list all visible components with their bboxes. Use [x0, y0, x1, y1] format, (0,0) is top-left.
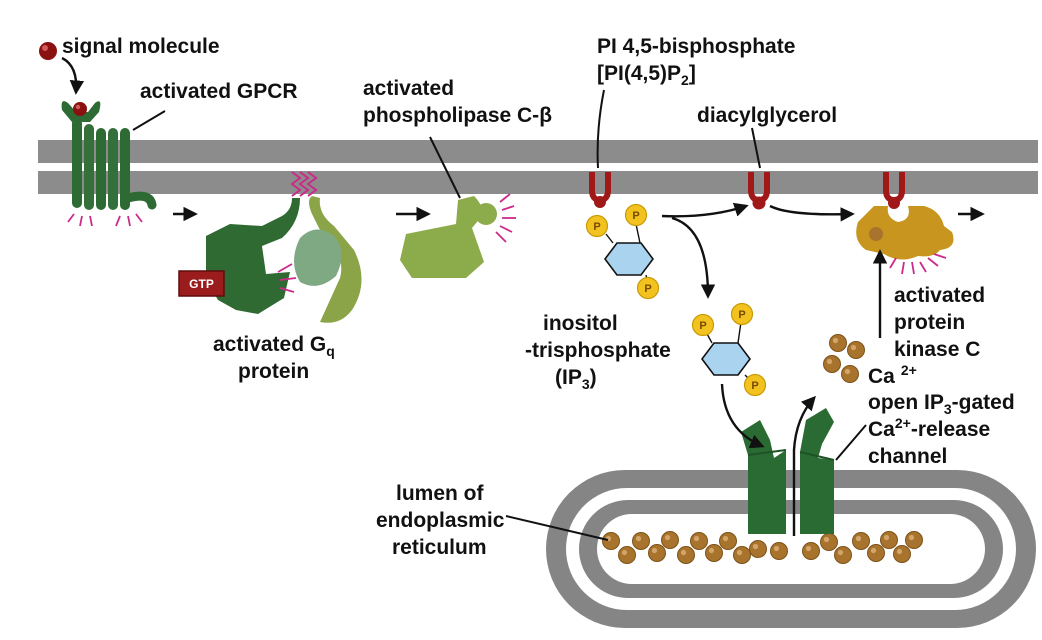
er-label-line1: lumen of	[396, 482, 485, 505]
gq-label-line2: protein	[238, 360, 309, 383]
gq-activation-marks	[277, 263, 297, 293]
pkc-icon	[856, 172, 954, 260]
ip3-label-line2: -trisphosphate	[525, 339, 671, 362]
er-label-line2: endoplasmic	[376, 509, 505, 532]
channel-label-line3: channel	[868, 445, 947, 468]
activated-gpcr-label: activated GPCR	[140, 80, 298, 103]
ip3-label-line1: inositol	[543, 312, 618, 335]
gq-protein-icon	[206, 171, 362, 323]
gpcr-leader	[132, 110, 166, 131]
pip2-leader	[596, 89, 605, 169]
arrow-ca-release	[792, 395, 816, 536]
arrow-dag-to-pkc	[769, 204, 855, 222]
gpcr-activation-marks	[67, 213, 143, 227]
pkc-label-line1: activated	[894, 284, 985, 307]
gtp-label: GTP	[189, 277, 214, 291]
calcium-ion-icon	[823, 334, 865, 383]
pkc-label-line3: kinase C	[894, 338, 980, 361]
signal-molecule-label: signal molecule	[62, 35, 220, 58]
ca-channel-icon	[741, 408, 835, 534]
plc-leader	[429, 136, 461, 199]
plasma-membrane	[38, 140, 1038, 194]
gpcr-icon	[61, 101, 157, 210]
pip2-label-line1: PI 4,5-bisphosphate	[597, 35, 795, 58]
er-leader	[505, 515, 609, 541]
channel-label-line2: Ca2+-release	[868, 415, 990, 441]
signal-arrow	[61, 56, 85, 95]
ip3-diffusing-icon	[691, 302, 767, 397]
pip2-icon	[589, 172, 611, 208]
dag-icon	[748, 172, 770, 210]
dag-leader	[751, 127, 761, 169]
pkc-activation-marks	[889, 253, 947, 275]
pkc-label-line2: protein	[894, 311, 965, 334]
plc-label-line1: activated	[363, 77, 454, 100]
er-icon	[546, 470, 1036, 628]
channel-label-line1: open IP3-gated	[868, 391, 1015, 417]
ip3-label-line3: (IP3)	[555, 366, 597, 392]
plc-label-line2: phospholipase C-β	[363, 104, 552, 127]
signal-molecule-icon	[39, 42, 57, 60]
plc-icon	[400, 196, 497, 278]
gtp-badge: GTP	[178, 270, 225, 297]
dag-label: diacylglycerol	[697, 104, 837, 127]
pip2-label-line2: [PI(4,5)P2]	[597, 62, 696, 88]
channel-leader	[835, 424, 867, 461]
plc-activation-marks	[495, 193, 516, 243]
gq-label-line1: activated Gq	[213, 333, 335, 359]
arrow-ip3-to-dag	[661, 202, 749, 218]
arrow-ip3-release	[671, 216, 716, 299]
er-label-line3: reticulum	[392, 536, 487, 559]
arrow-ip3-to-channel	[720, 383, 765, 449]
ip3-icon	[585, 203, 660, 300]
